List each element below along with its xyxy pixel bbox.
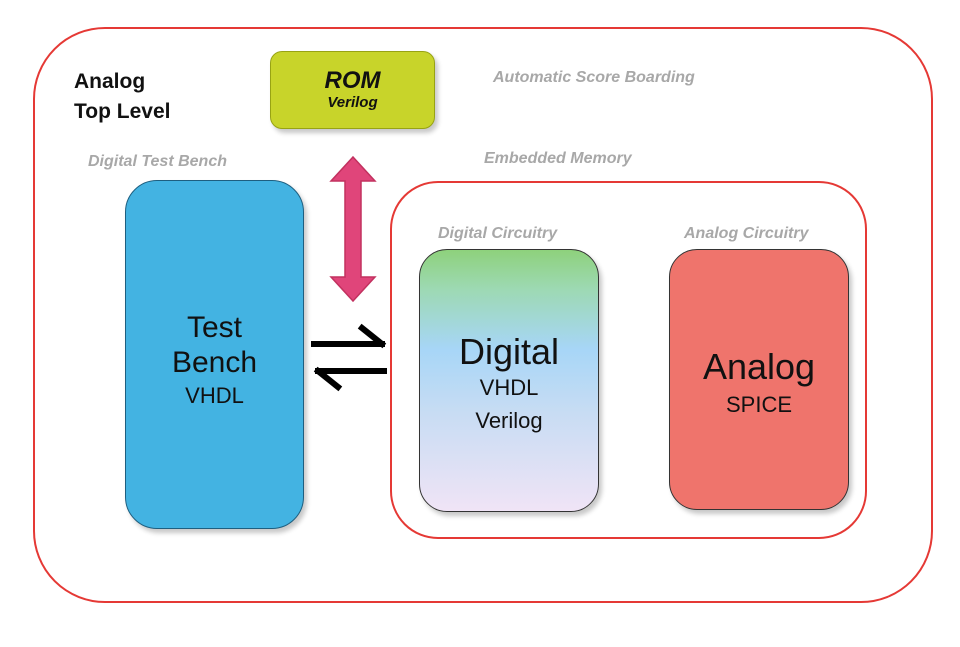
test-bench-title-line2: Bench: [171, 346, 258, 379]
top-level-title-line1: Analog: [74, 70, 146, 93]
right-arrow-head: [357, 323, 387, 349]
digital-language-vhdl: VHDL: [479, 375, 539, 400]
digital-circuitry-label: Digital Circuitry: [438, 225, 558, 242]
embedded-memory-label: Embedded Memory: [484, 150, 632, 167]
analog-top-level-frame: [33, 27, 933, 603]
rom-block: ROM Verilog: [270, 51, 435, 129]
digital-block: Digital VHDL Verilog: [419, 249, 599, 512]
exchange-arrows-icon: [311, 323, 387, 392]
top-level-title: Analog Top Level: [74, 67, 170, 127]
rom-arrow-shape: [329, 155, 377, 303]
analog-circuitry-label: Analog Circuitry: [684, 225, 809, 242]
embedded-memory-frame: [390, 181, 867, 539]
test-bench-block: Test Bench VHDL: [125, 180, 304, 529]
analog-block: Analog SPICE: [669, 249, 849, 510]
rom-bidirectional-arrow: [329, 155, 377, 303]
analog-title: Analog: [702, 346, 816, 387]
top-level-title-line2: Top Level: [74, 100, 171, 123]
scoreboarding-label: Automatic Score Boarding: [493, 69, 695, 86]
digital-test-bench-label: Digital Test Bench: [88, 153, 227, 170]
left-arrow-head: [313, 366, 343, 392]
test-bench-title-line1: Test: [186, 311, 243, 344]
test-bench-language: VHDL: [185, 383, 244, 408]
rom-title: ROM: [324, 67, 381, 94]
rom-language: Verilog: [327, 94, 378, 111]
digital-title: Digital: [458, 331, 560, 372]
digital-language-verilog: Verilog: [475, 408, 543, 433]
analog-language: SPICE: [725, 392, 793, 417]
